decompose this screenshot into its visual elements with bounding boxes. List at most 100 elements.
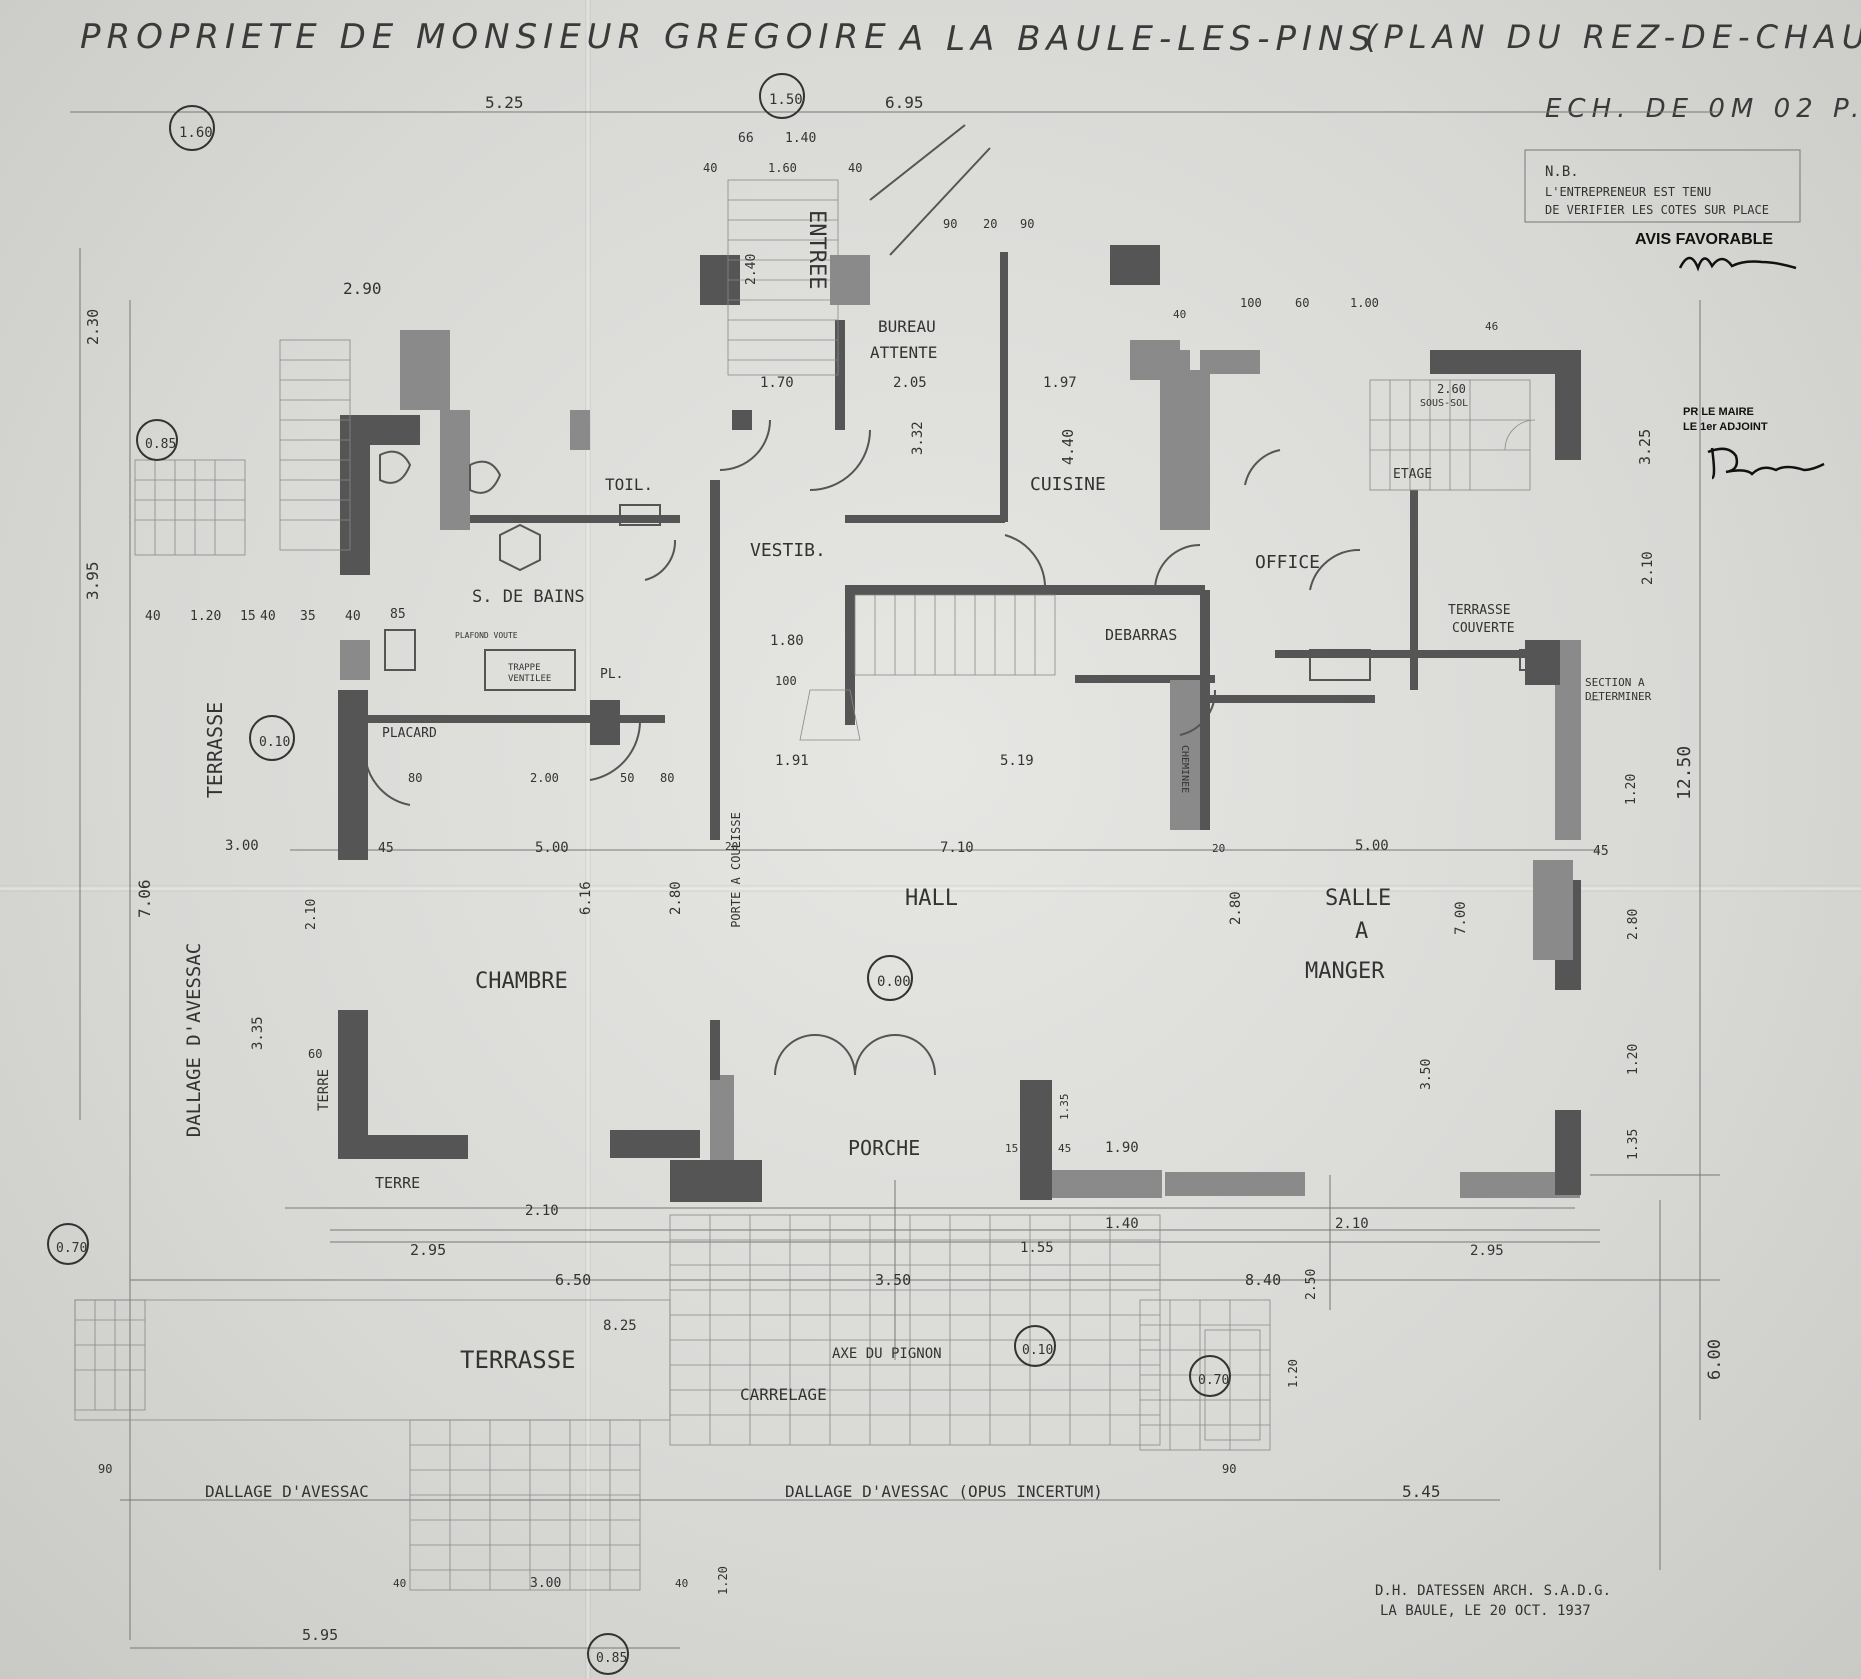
svg-text:2.10: 2.10	[304, 899, 319, 930]
label-cheminee: CHEMINEE	[1179, 745, 1190, 793]
level-marker-1-50: 1.50	[759, 73, 805, 119]
svg-text:1.91: 1.91	[775, 753, 809, 769]
svg-text:2.00: 2.00	[530, 771, 559, 785]
svg-text:60: 60	[1295, 296, 1309, 310]
svg-text:45: 45	[1593, 844, 1609, 859]
svg-text:66: 66	[738, 131, 754, 146]
chimney-debarras	[1170, 680, 1200, 830]
svg-text:1.20: 1.20	[1286, 1359, 1300, 1388]
svg-text:40: 40	[260, 609, 276, 624]
svg-text:1.40: 1.40	[1105, 1216, 1139, 1232]
label-a: A	[1355, 919, 1368, 944]
level-marker-1-60: 1.60	[169, 105, 215, 151]
svg-text:1.35: 1.35	[1626, 1129, 1641, 1160]
svg-text:46: 46	[1485, 320, 1498, 333]
svg-text:2.80: 2.80	[1228, 891, 1244, 925]
svg-text:1.97: 1.97	[1043, 375, 1077, 391]
svg-text:2.05: 2.05	[893, 375, 927, 391]
svg-text:5.19: 5.19	[1000, 753, 1034, 769]
fireplace-dining	[1533, 860, 1573, 960]
svg-text:1.90: 1.90	[1105, 1140, 1139, 1156]
svg-text:2.10: 2.10	[525, 1203, 559, 1219]
svg-text:1.20: 1.20	[190, 609, 221, 624]
label-trappe: TRAPPE	[508, 663, 541, 673]
svg-text:6.00: 6.00	[1705, 1339, 1725, 1380]
svg-text:40: 40	[703, 161, 717, 175]
stair-entree	[727, 179, 839, 376]
bathtub	[484, 649, 576, 691]
svg-text:8.40: 8.40	[1245, 1271, 1281, 1289]
svg-text:1.70: 1.70	[760, 375, 794, 391]
svg-text:40: 40	[675, 1577, 688, 1590]
svg-text:15: 15	[1005, 1142, 1018, 1155]
svg-text:5.45: 5.45	[1402, 1482, 1441, 1501]
label-terre-horizontal: TERRE	[375, 1174, 420, 1192]
wall-left-upper	[338, 690, 368, 860]
label-porte: PORTE A COULISSE	[729, 812, 743, 928]
label-vestibule: VESTIB.	[750, 540, 826, 561]
svg-text:1.20: 1.20	[716, 1566, 730, 1595]
svg-text:1.20: 1.20	[1626, 1044, 1641, 1075]
svg-text:8.25: 8.25	[603, 1318, 637, 1334]
svg-text:0.00: 0.00	[877, 974, 911, 990]
svg-text:80: 80	[660, 771, 674, 785]
svg-text:100: 100	[1240, 296, 1262, 310]
svg-text:40: 40	[145, 609, 161, 624]
paper-fold-horizontal	[0, 885, 1861, 892]
svg-text:2.50: 2.50	[1304, 1269, 1319, 1300]
label-dallage-bottom: DALLAGE D'AVESSAC (OPUS INCERTUM)	[785, 1482, 1103, 1501]
svg-text:90: 90	[98, 1462, 112, 1476]
svg-text:45: 45	[378, 841, 394, 856]
svg-text:2.90: 2.90	[343, 279, 382, 298]
svg-text:7.06: 7.06	[135, 879, 154, 918]
label-terrasse-bottom: TERRASSE	[460, 1346, 576, 1374]
svg-text:2.30: 2.30	[84, 309, 102, 345]
label-dallage-left: DALLAGE D'AVESSAC	[183, 943, 205, 1137]
svg-text:45: 45	[1058, 1142, 1071, 1155]
svg-text:1.40: 1.40	[785, 131, 816, 146]
svg-text:1.60: 1.60	[179, 125, 213, 141]
svg-text:1.80: 1.80	[770, 633, 804, 649]
svg-text:5.95: 5.95	[302, 1626, 338, 1644]
level-marker-0-70-right: 0.70	[1189, 1355, 1231, 1397]
label-cuisine: CUISINE	[1030, 474, 1106, 495]
level-marker-0-10-left: 0.10	[249, 715, 295, 761]
label-toilette: TOIL.	[605, 475, 653, 494]
stair-front	[409, 1419, 641, 1591]
svg-text:2.60: 2.60	[1437, 382, 1466, 396]
title-owner: PROPRIETE DE MONSIEUR GREGOIRE	[80, 17, 892, 57]
svg-text:2.95: 2.95	[1470, 1243, 1504, 1259]
architect-line1: D.H. DATESSEN ARCH. S.A.D.G.	[1375, 1583, 1611, 1599]
svg-text:5.00: 5.00	[535, 840, 569, 856]
svg-text:90: 90	[1020, 217, 1034, 231]
porch-pillar-left	[670, 1160, 762, 1202]
note-line1: L'ENTREPRENEUR EST TENU	[1545, 185, 1711, 199]
label-couverte: COUVERTE	[1452, 621, 1515, 636]
wc-left	[379, 450, 412, 484]
label-dallage-bottom-left: DALLAGE D'AVESSAC	[205, 1482, 369, 1501]
label-axe-pignon: AXE DU PIGNON	[832, 1346, 942, 1362]
svg-text:3.25: 3.25	[1636, 429, 1654, 465]
note-box	[1524, 149, 1801, 223]
svg-text:90: 90	[943, 217, 957, 231]
svg-text:1.20: 1.20	[1624, 774, 1639, 805]
porch-pillar-right	[1020, 1080, 1052, 1200]
label-manger: MANGER	[1305, 959, 1385, 984]
svg-text:1.55: 1.55	[1020, 1240, 1054, 1256]
svg-text:7.00: 7.00	[1453, 901, 1469, 935]
label-terre-vertical: TERRE	[316, 1069, 332, 1111]
svg-text:0.10: 0.10	[259, 735, 290, 750]
label-trappe2: VENTILEE	[508, 674, 551, 684]
architect-line2: LA BAULE, LE 20 OCT. 1937	[1380, 1603, 1591, 1619]
svg-text:40: 40	[848, 161, 862, 175]
svg-text:0.70: 0.70	[56, 1241, 87, 1256]
title-scale: ECH. DE 0M 02 P.M.	[1545, 94, 1861, 124]
level-marker-0-70-left: 0.70	[47, 1223, 89, 1265]
stair-hall	[799, 594, 1056, 741]
label-sous-sol: SOUS-SOL	[1420, 398, 1468, 409]
terrace-grid-left	[74, 1299, 146, 1411]
svg-text:1.00: 1.00	[1350, 296, 1379, 310]
label-etage: ETAGE	[1393, 467, 1432, 482]
